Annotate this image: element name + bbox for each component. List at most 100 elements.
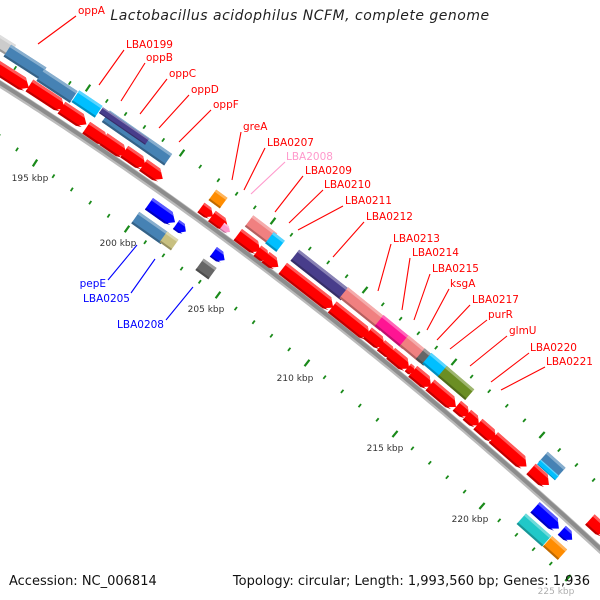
feature-shadow	[399, 344, 421, 363]
label-leader-line	[426, 288, 450, 331]
feature-shadow	[537, 463, 556, 481]
feature-shadow	[585, 523, 600, 537]
feature-highlight	[429, 352, 450, 371]
tick-label: 200 kbp	[100, 239, 137, 249]
outer-tick-minor	[416, 331, 421, 336]
inner-tick-minor	[69, 187, 74, 192]
gene-arrow	[208, 210, 229, 231]
feature-body	[473, 418, 497, 440]
feature-shadow	[82, 131, 104, 146]
outer-tick-minor	[344, 274, 349, 279]
feature-highlight	[0, 60, 28, 82]
feature-body	[0, 60, 29, 90]
outer-tick-minor	[161, 137, 166, 143]
feature-highlight	[545, 451, 566, 470]
feature-highlight	[550, 536, 568, 552]
gene-arrow	[327, 301, 370, 340]
gene-arrow	[376, 340, 395, 359]
label-leader-line	[490, 352, 530, 383]
gene-label: purR	[488, 309, 513, 321]
feature-highlight	[178, 220, 186, 227]
tick-label: 210 kbp	[277, 374, 314, 384]
feature-highlight	[145, 159, 162, 173]
outer-tick-minor	[142, 124, 147, 130]
feature-highlight	[297, 249, 350, 292]
feature-body	[144, 198, 176, 224]
inner-tick-major	[391, 430, 399, 438]
feature-body	[386, 347, 410, 369]
feature-body	[208, 189, 228, 209]
feature-shadow	[516, 522, 544, 547]
feature-highlight	[240, 228, 259, 246]
feature-highlight	[151, 198, 174, 217]
gene-arrow	[526, 463, 549, 488]
feature-shadow	[172, 227, 183, 234]
feature-highlight	[480, 418, 496, 434]
feature-body	[339, 287, 389, 331]
inner-tick-minor	[322, 375, 327, 380]
feature-shadow	[265, 241, 278, 252]
outer-tick-minor	[326, 260, 331, 265]
feature-highlight	[409, 363, 415, 369]
feature-body	[526, 463, 549, 485]
gene-arrow	[530, 502, 559, 531]
gene-arrow	[462, 409, 480, 428]
label-leader-line	[500, 366, 546, 391]
gene-feature	[537, 459, 559, 481]
gene-arrow	[408, 365, 432, 389]
outer-tick-minor	[252, 205, 257, 210]
tick-label: 205 kbp	[188, 305, 225, 315]
feature-highlight	[126, 145, 145, 161]
outer-tick-major	[178, 149, 186, 157]
gene-arrow	[219, 222, 231, 234]
feature-highlight	[415, 365, 431, 381]
gene-label: oppB	[146, 52, 173, 64]
feature-shadow	[376, 348, 391, 359]
inner-tick-minor	[287, 347, 292, 352]
gene-label: LBA0213	[393, 233, 440, 245]
feature-highlight	[459, 400, 469, 411]
feature-shadow	[278, 272, 329, 311]
label-leader-line	[436, 304, 471, 341]
inner-tick-minor	[497, 518, 502, 523]
gene-arrow	[139, 159, 163, 182]
label-leader-line	[469, 335, 508, 367]
feature-shadow	[408, 375, 427, 389]
gene-arrow	[585, 514, 600, 537]
feature-highlight	[334, 301, 369, 331]
gene-label: LBA0212	[366, 211, 413, 223]
gene-feature	[437, 366, 475, 400]
feature-shadow	[99, 143, 122, 158]
gene-label: LBA0220	[530, 342, 577, 354]
feature-shadow	[208, 219, 224, 231]
feature-highlight	[393, 347, 409, 363]
feature-shadow	[452, 409, 465, 419]
inner-tick-major	[478, 502, 486, 510]
gene-arrow	[425, 379, 456, 410]
inner-tick-minor	[340, 389, 345, 394]
feature-highlight	[524, 513, 552, 539]
gene-arrow	[197, 202, 214, 219]
outer-tick-minor	[13, 65, 18, 71]
feature-highlight	[445, 366, 475, 392]
gene-arrow	[0, 60, 29, 91]
feature-shadow	[253, 254, 265, 262]
gene-feature	[516, 513, 552, 547]
outer-tick-minor	[234, 191, 239, 196]
feature-highlight	[346, 287, 389, 323]
label-leader-line	[130, 258, 156, 294]
gene-feature	[208, 189, 228, 209]
gene-label: LBA0199	[126, 39, 173, 51]
feature-shadow	[25, 89, 60, 112]
gene-arrow	[253, 245, 269, 262]
gene-feature	[3, 44, 47, 80]
outer-tick-major	[269, 217, 277, 225]
inner-tick-minor	[462, 489, 467, 494]
feature-highlight	[383, 340, 394, 351]
feature-body	[99, 133, 127, 157]
inner-tick-minor	[251, 320, 256, 325]
feature-body	[57, 101, 87, 126]
label-leader-line	[413, 273, 431, 321]
outer-tick-minor	[522, 418, 527, 423]
